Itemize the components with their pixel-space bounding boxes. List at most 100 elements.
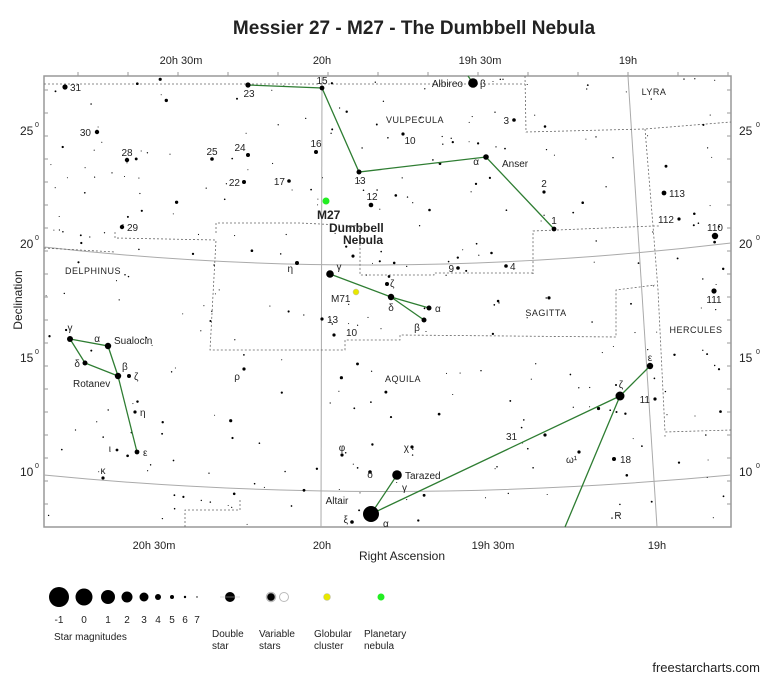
faint-star — [329, 402, 331, 404]
faint-star — [358, 509, 361, 512]
faint-star — [231, 157, 234, 160]
faint-star — [164, 98, 168, 103]
faint-star — [445, 372, 448, 374]
faint-star — [589, 386, 591, 389]
faint-star — [161, 517, 164, 520]
faint-star — [173, 507, 176, 510]
credit-link[interactable]: freestarcharts.com — [652, 660, 760, 675]
faint-star — [205, 187, 207, 189]
faint-star — [470, 191, 472, 193]
faint-star — [445, 274, 447, 276]
y-axis-label: Declination — [11, 270, 25, 329]
faint-star — [417, 519, 420, 522]
faint-star — [338, 107, 341, 109]
faint-star — [126, 162, 128, 164]
star-gamma — [392, 470, 402, 480]
faint-star — [379, 208, 381, 210]
faint-star — [619, 503, 621, 506]
faint-star — [287, 310, 290, 313]
star-label-h113: 113 — [669, 189, 685, 200]
faint-star — [353, 407, 356, 410]
faint-star — [338, 390, 340, 392]
faint-star — [498, 302, 500, 304]
star-aq13 — [320, 317, 324, 321]
star-v24 — [246, 153, 250, 157]
faint-star — [358, 180, 361, 182]
star-kappa — [101, 476, 105, 480]
faint-star — [493, 304, 496, 306]
faint-star — [263, 486, 265, 488]
faint-star — [83, 191, 86, 194]
faint-star — [504, 147, 506, 150]
faint-star — [351, 254, 355, 258]
faint-star — [126, 215, 129, 218]
faint-star — [476, 142, 480, 145]
faint-star — [553, 154, 555, 156]
ra-tick-top: 19h — [619, 55, 637, 67]
faint-star — [694, 78, 696, 80]
faint-star — [174, 367, 176, 369]
legend-magnitude-label: 0 — [81, 615, 87, 626]
star-v10 — [401, 132, 405, 136]
faint-star — [596, 406, 601, 411]
faint-star — [713, 240, 716, 244]
faint-star — [247, 169, 249, 171]
faint-star — [585, 138, 587, 140]
ra-tick-bottom: 19h 30m — [472, 540, 515, 552]
faint-star — [160, 94, 162, 96]
faint-star — [505, 209, 508, 212]
star-h111 — [711, 288, 717, 294]
faint-star — [60, 448, 63, 451]
faint-star — [79, 234, 82, 237]
legend-magnitude-label: 3 — [141, 615, 147, 626]
faint-star — [223, 198, 226, 201]
faint-star — [471, 116, 473, 118]
star-label-v1: 1 — [551, 216, 557, 227]
faint-star — [107, 409, 109, 411]
faint-star — [692, 224, 695, 227]
star-v9 — [456, 266, 460, 270]
star-label-v15: 15 — [316, 76, 328, 87]
star-name-albireo: Albireo — [432, 79, 464, 90]
legend-magnitude-dot — [49, 587, 69, 607]
faint-star — [53, 229, 55, 231]
faint-star — [356, 362, 359, 366]
star-v30 — [94, 129, 100, 135]
faint-star — [650, 98, 652, 100]
faint-star — [161, 421, 164, 424]
faint-star — [380, 250, 382, 253]
faint-star — [609, 409, 612, 412]
faint-star — [200, 330, 202, 332]
faint-star — [290, 505, 293, 507]
globular-cluster-m71[interactable] — [352, 288, 360, 296]
faint-star — [615, 410, 618, 414]
faint-star — [214, 414, 216, 416]
degree-mark: 0 — [756, 122, 760, 129]
legend-variable_stars-label: stars — [259, 641, 281, 652]
faint-star — [530, 378, 532, 380]
faint-star — [303, 314, 305, 316]
star-phi — [340, 453, 344, 457]
faint-star — [496, 299, 500, 303]
star-name-rotanev: Rotanev — [73, 379, 110, 390]
faint-star — [330, 82, 334, 85]
faint-star — [422, 493, 426, 497]
star-v1 — [551, 226, 557, 232]
star-name-anser: Anser — [502, 159, 529, 170]
faint-star — [111, 172, 113, 174]
planetary-nebula-m27[interactable] — [322, 197, 330, 205]
faint-star — [664, 390, 667, 393]
star-label-v25: 25 — [206, 147, 218, 158]
faint-star — [62, 231, 64, 233]
star-alpha — [104, 342, 112, 350]
faint-star — [387, 137, 389, 139]
faint-star — [370, 370, 373, 372]
faint-star — [595, 136, 597, 138]
faint-star — [140, 209, 143, 212]
faint-star — [406, 265, 408, 268]
legend-magnitude-dot — [121, 591, 133, 603]
faint-star — [713, 364, 716, 367]
faint-star — [465, 269, 468, 272]
faint-star — [225, 183, 228, 185]
faint-star — [722, 495, 725, 498]
